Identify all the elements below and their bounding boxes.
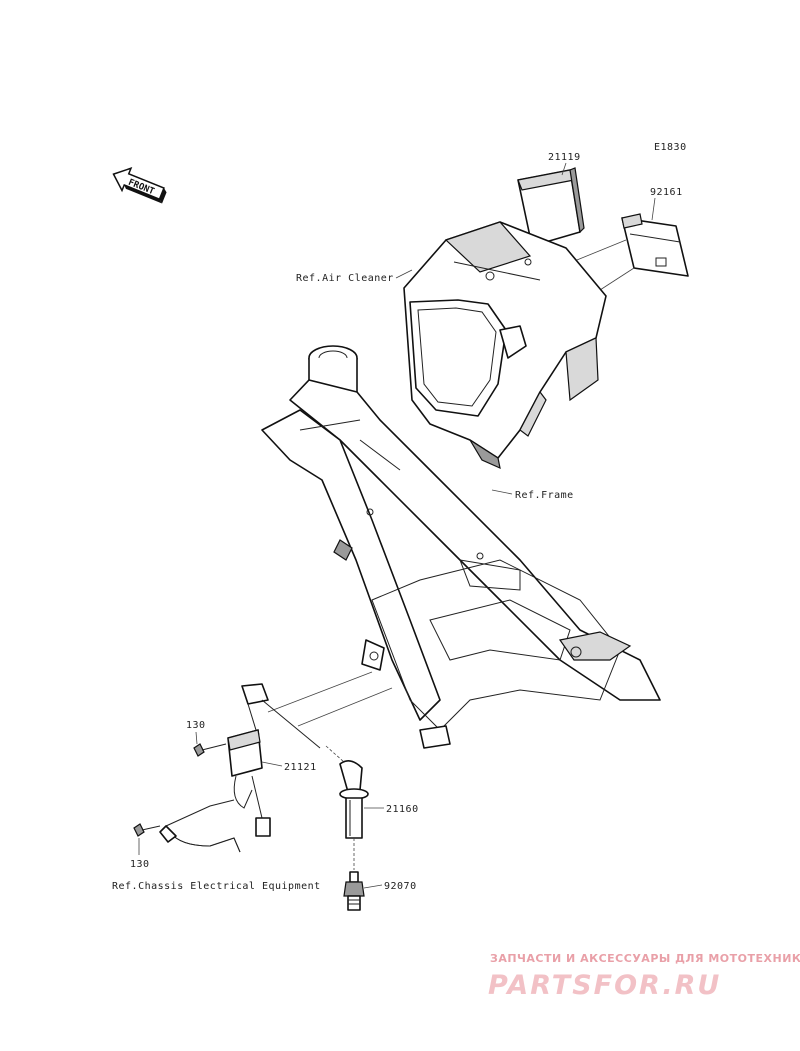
label-ref-chassis-electrical: Ref.Chassis Electrical Equipment xyxy=(112,881,321,892)
label-21119: 21119 xyxy=(548,152,581,163)
diagram-code: E1830 xyxy=(654,142,687,153)
watermark-logo: ЗАПЧАСТИ И АКСЕССУАРЫ ДЛЯ МОТОТЕХНИКИ PA… xyxy=(488,952,800,1001)
bolt-130-upper xyxy=(193,743,227,757)
label-130-lower: 130 xyxy=(130,859,150,870)
label-92070: 92070 xyxy=(384,881,417,892)
label-21160: 21160 xyxy=(386,804,419,815)
watermark-tagline: ЗАПЧАСТИ И АКСЕССУАРЫ ДЛЯ МОТОТЕХНИКИ xyxy=(490,952,800,965)
part-21160-plug-cap xyxy=(339,760,369,839)
label-ref-frame: Ref.Frame xyxy=(515,490,574,501)
air-cleaner-housing xyxy=(403,221,607,470)
label-130-upper: 130 xyxy=(186,720,206,731)
label-21121: 21121 xyxy=(284,762,317,773)
watermark-brand: PARTSFOR.RU xyxy=(488,970,721,1001)
bolt-130-lower xyxy=(133,823,161,837)
label-ref-air-cleaner: Ref.Air Cleaner xyxy=(296,273,394,284)
part-21119-module xyxy=(517,167,585,247)
motorcycle-frame xyxy=(261,345,661,749)
label-92161: 92161 xyxy=(650,187,683,198)
part-92070-spark-plug xyxy=(343,871,365,911)
front-arrow-icon: FRONT xyxy=(112,167,167,204)
part-21121-ignition-coil xyxy=(159,683,321,853)
part-92161-holder xyxy=(621,213,689,277)
